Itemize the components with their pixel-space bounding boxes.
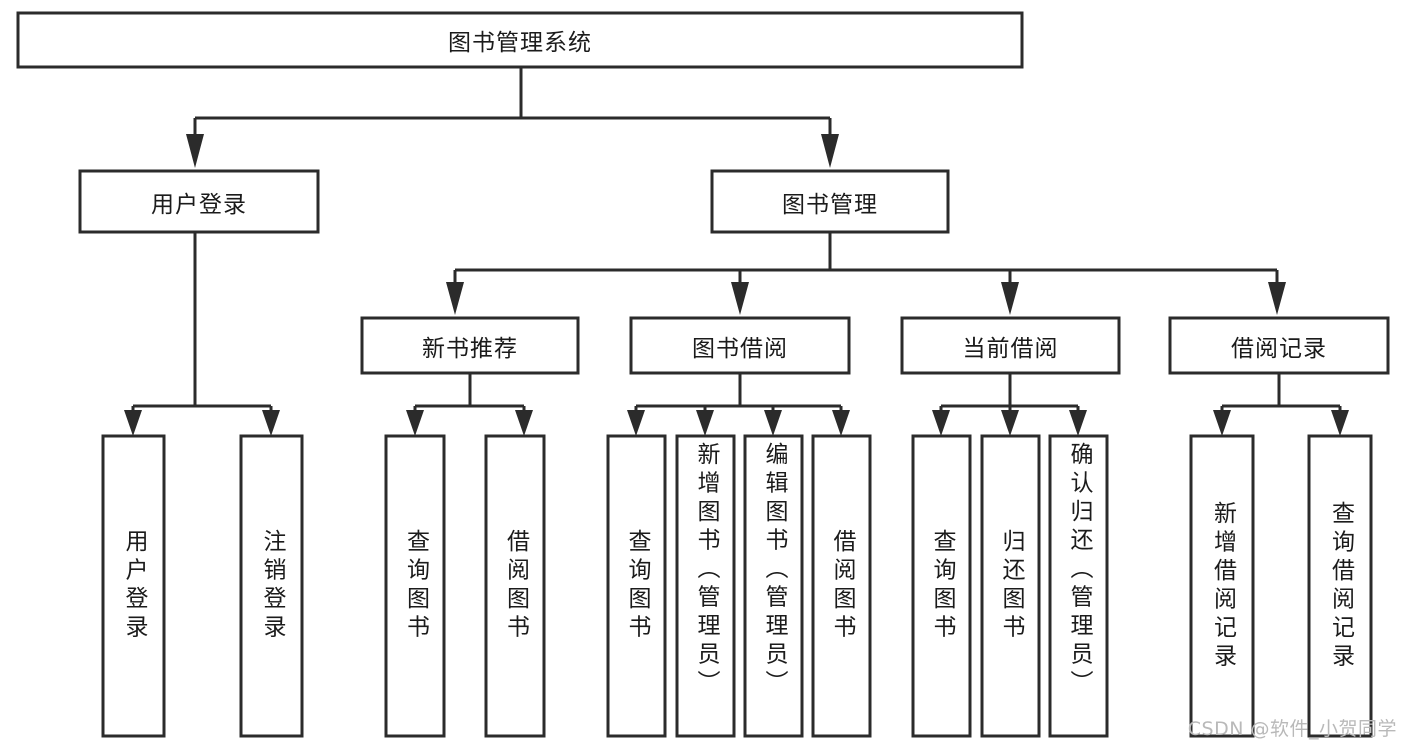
connector-root-to-level2 (193, 67, 832, 134)
node-box-leaf-borrow-book-2[interactable] (811, 434, 872, 738)
connector-borrow-record-to-leaves (1220, 373, 1342, 416)
node-box-leaf-user-login[interactable] (101, 434, 166, 738)
node-box-book-manage[interactable] (710, 169, 950, 234)
arrow-head-leaf-query-book-3 (932, 410, 950, 436)
node-box-user-login[interactable] (78, 169, 320, 234)
arrow-head-book-manage (821, 134, 839, 168)
connector-book-manage-to-level3 (453, 232, 1279, 282)
connector-new-book-rec-to-leaves (413, 373, 526, 416)
node-box-book-borrow[interactable] (629, 316, 851, 375)
arrow-head-book-borrow (731, 282, 749, 315)
node-box-leaf-query-book-1[interactable] (384, 434, 446, 738)
arrow-head-leaf-query-book-1 (406, 410, 424, 436)
node-box-root[interactable] (16, 11, 1024, 69)
node-box-leaf-return-book[interactable] (980, 434, 1041, 738)
node-box-leaf-query-book-3[interactable] (911, 434, 972, 738)
node-box-borrow-record[interactable] (1168, 316, 1390, 375)
node-box-leaf-add-record[interactable] (1189, 434, 1255, 738)
arrow-head-borrow-record (1268, 282, 1286, 315)
node-box-current-borrow[interactable] (900, 316, 1121, 375)
node-box-leaf-query-book-2[interactable] (606, 434, 667, 738)
node-box-leaf-confirm-return[interactable] (1048, 434, 1109, 738)
csdn-watermark: CSDN @软件_小贺同学 (1187, 718, 1397, 740)
arrow-head-leaf-user-login (124, 410, 142, 436)
connector-current-borrow-to-leaves (939, 373, 1080, 416)
arrow-head-leaf-query-book-2 (627, 410, 645, 436)
node-box-new-book-rec[interactable] (360, 316, 580, 375)
arrow-head-user-login (186, 134, 204, 168)
node-box-leaf-add-book[interactable] (675, 434, 736, 738)
arrow-head-new-book-rec (446, 282, 464, 315)
connector-user-login-to-leaves (131, 232, 273, 416)
node-box-leaf-query-record[interactable] (1307, 434, 1373, 738)
arrow-head-leaf-borrow-book-1 (515, 410, 533, 436)
arrow-head-leaf-edit-book (764, 410, 782, 436)
arrow-head-leaf-borrow-book-2 (832, 410, 850, 436)
arrow-head-leaf-confirm-return (1069, 410, 1087, 436)
node-box-leaf-borrow-book-1[interactable] (484, 434, 546, 738)
arrow-head-leaf-add-book (696, 410, 714, 436)
arrow-head-leaf-add-record (1213, 410, 1231, 436)
arrow-head-leaf-query-record (1331, 410, 1349, 436)
connector-book-borrow-to-leaves (634, 373, 843, 416)
node-box-leaf-logout[interactable] (239, 434, 304, 738)
arrow-head-leaf-return-book (1001, 410, 1019, 436)
node-box-leaf-edit-book[interactable] (743, 434, 804, 738)
arrow-head-leaf-logout (262, 410, 280, 436)
arrow-head-current-borrow (1001, 282, 1019, 315)
